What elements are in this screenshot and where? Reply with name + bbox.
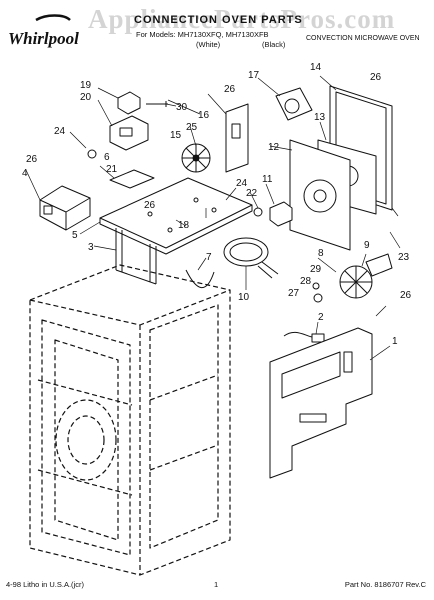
callout-23: 23: [398, 252, 410, 263]
back-plate: [269, 327, 373, 479]
model-numbers: For Models: MH7130XFQ, MH7130XFB: [136, 30, 269, 39]
thermal-bracket: [109, 115, 149, 151]
callout-12: 12: [268, 142, 280, 153]
wire-harness: [185, 269, 215, 288]
callout-20: 20: [80, 92, 92, 103]
callout-24b: 24: [236, 178, 248, 189]
callout-6: 6: [104, 152, 110, 163]
callout-27: 27: [288, 288, 300, 299]
color-white: (White): [196, 40, 221, 49]
callout-8: 8: [318, 248, 324, 259]
svg-text:Whirlpool: Whirlpool: [8, 29, 79, 48]
callout-19: 19: [80, 80, 92, 91]
washer: [313, 293, 323, 303]
cooling-fan: [339, 253, 393, 299]
page-title: CONNECTION OVEN PARTS: [134, 14, 303, 26]
insulation-pad: [109, 169, 155, 189]
callout-25: 25: [186, 122, 198, 133]
top-plate: [99, 177, 253, 255]
callout-16: 16: [198, 110, 210, 121]
callout-13: 13: [314, 112, 326, 123]
thermostat: [269, 201, 293, 227]
callout-15: 15: [170, 130, 182, 141]
motor-bracket: [225, 103, 249, 173]
callout-11: 11: [262, 174, 273, 185]
clip: [312, 282, 320, 290]
callout-18: 18: [178, 220, 190, 231]
color-black: (Black): [262, 40, 286, 49]
leader-lines: [25, 75, 401, 361]
callout-26e: 26: [400, 290, 412, 301]
screw: [146, 101, 168, 107]
callout-numbers: 19 20 30 24 6 21 26 4 5 3 26 16 25 15 17…: [22, 62, 412, 347]
wire-connector: [283, 331, 325, 343]
convection-motor: [275, 87, 313, 121]
callout-26d: 26: [144, 200, 156, 211]
thermal-fuse: [253, 207, 263, 217]
callout-17: 17: [248, 70, 260, 81]
page-number: 1: [214, 580, 219, 589]
callout-24: 24: [54, 126, 66, 137]
relay-block: [39, 185, 91, 231]
callout-9: 9: [364, 240, 370, 251]
callout-29: 29: [310, 264, 322, 275]
callout-10: 10: [238, 292, 250, 303]
callout-21: 21: [106, 164, 118, 175]
document-type: CONVECTION MICROWAVE OVEN: [306, 35, 420, 42]
heating-element: [223, 237, 279, 279]
fan-blade: [181, 143, 211, 173]
callout-14: 14: [310, 62, 322, 73]
callout-4: 4: [22, 168, 28, 179]
print-info: 4-98 Litho in U.S.A.(jcr): [6, 580, 84, 589]
callout-3: 3: [88, 242, 94, 253]
callout-7: 7: [206, 252, 212, 263]
callout-26b: 26: [224, 84, 236, 95]
callout-1: 1: [392, 336, 398, 347]
callout-5: 5: [72, 230, 78, 241]
whirlpool-logo: Whirlpool: [8, 14, 79, 48]
connector: [117, 91, 141, 115]
callout-26: 26: [26, 154, 38, 165]
part-number: Part No. 8186707 Rev.C: [344, 580, 426, 589]
callout-2: 2: [318, 312, 324, 323]
grommet: [87, 149, 97, 159]
convection-housing: [289, 139, 351, 251]
callout-30: 30: [176, 102, 188, 113]
support-bracket: [115, 228, 157, 285]
callout-28: 28: [300, 276, 312, 287]
callout-26c: 26: [370, 72, 382, 83]
oven-cavity-outline: [29, 264, 231, 576]
callout-22: 22: [246, 188, 258, 199]
